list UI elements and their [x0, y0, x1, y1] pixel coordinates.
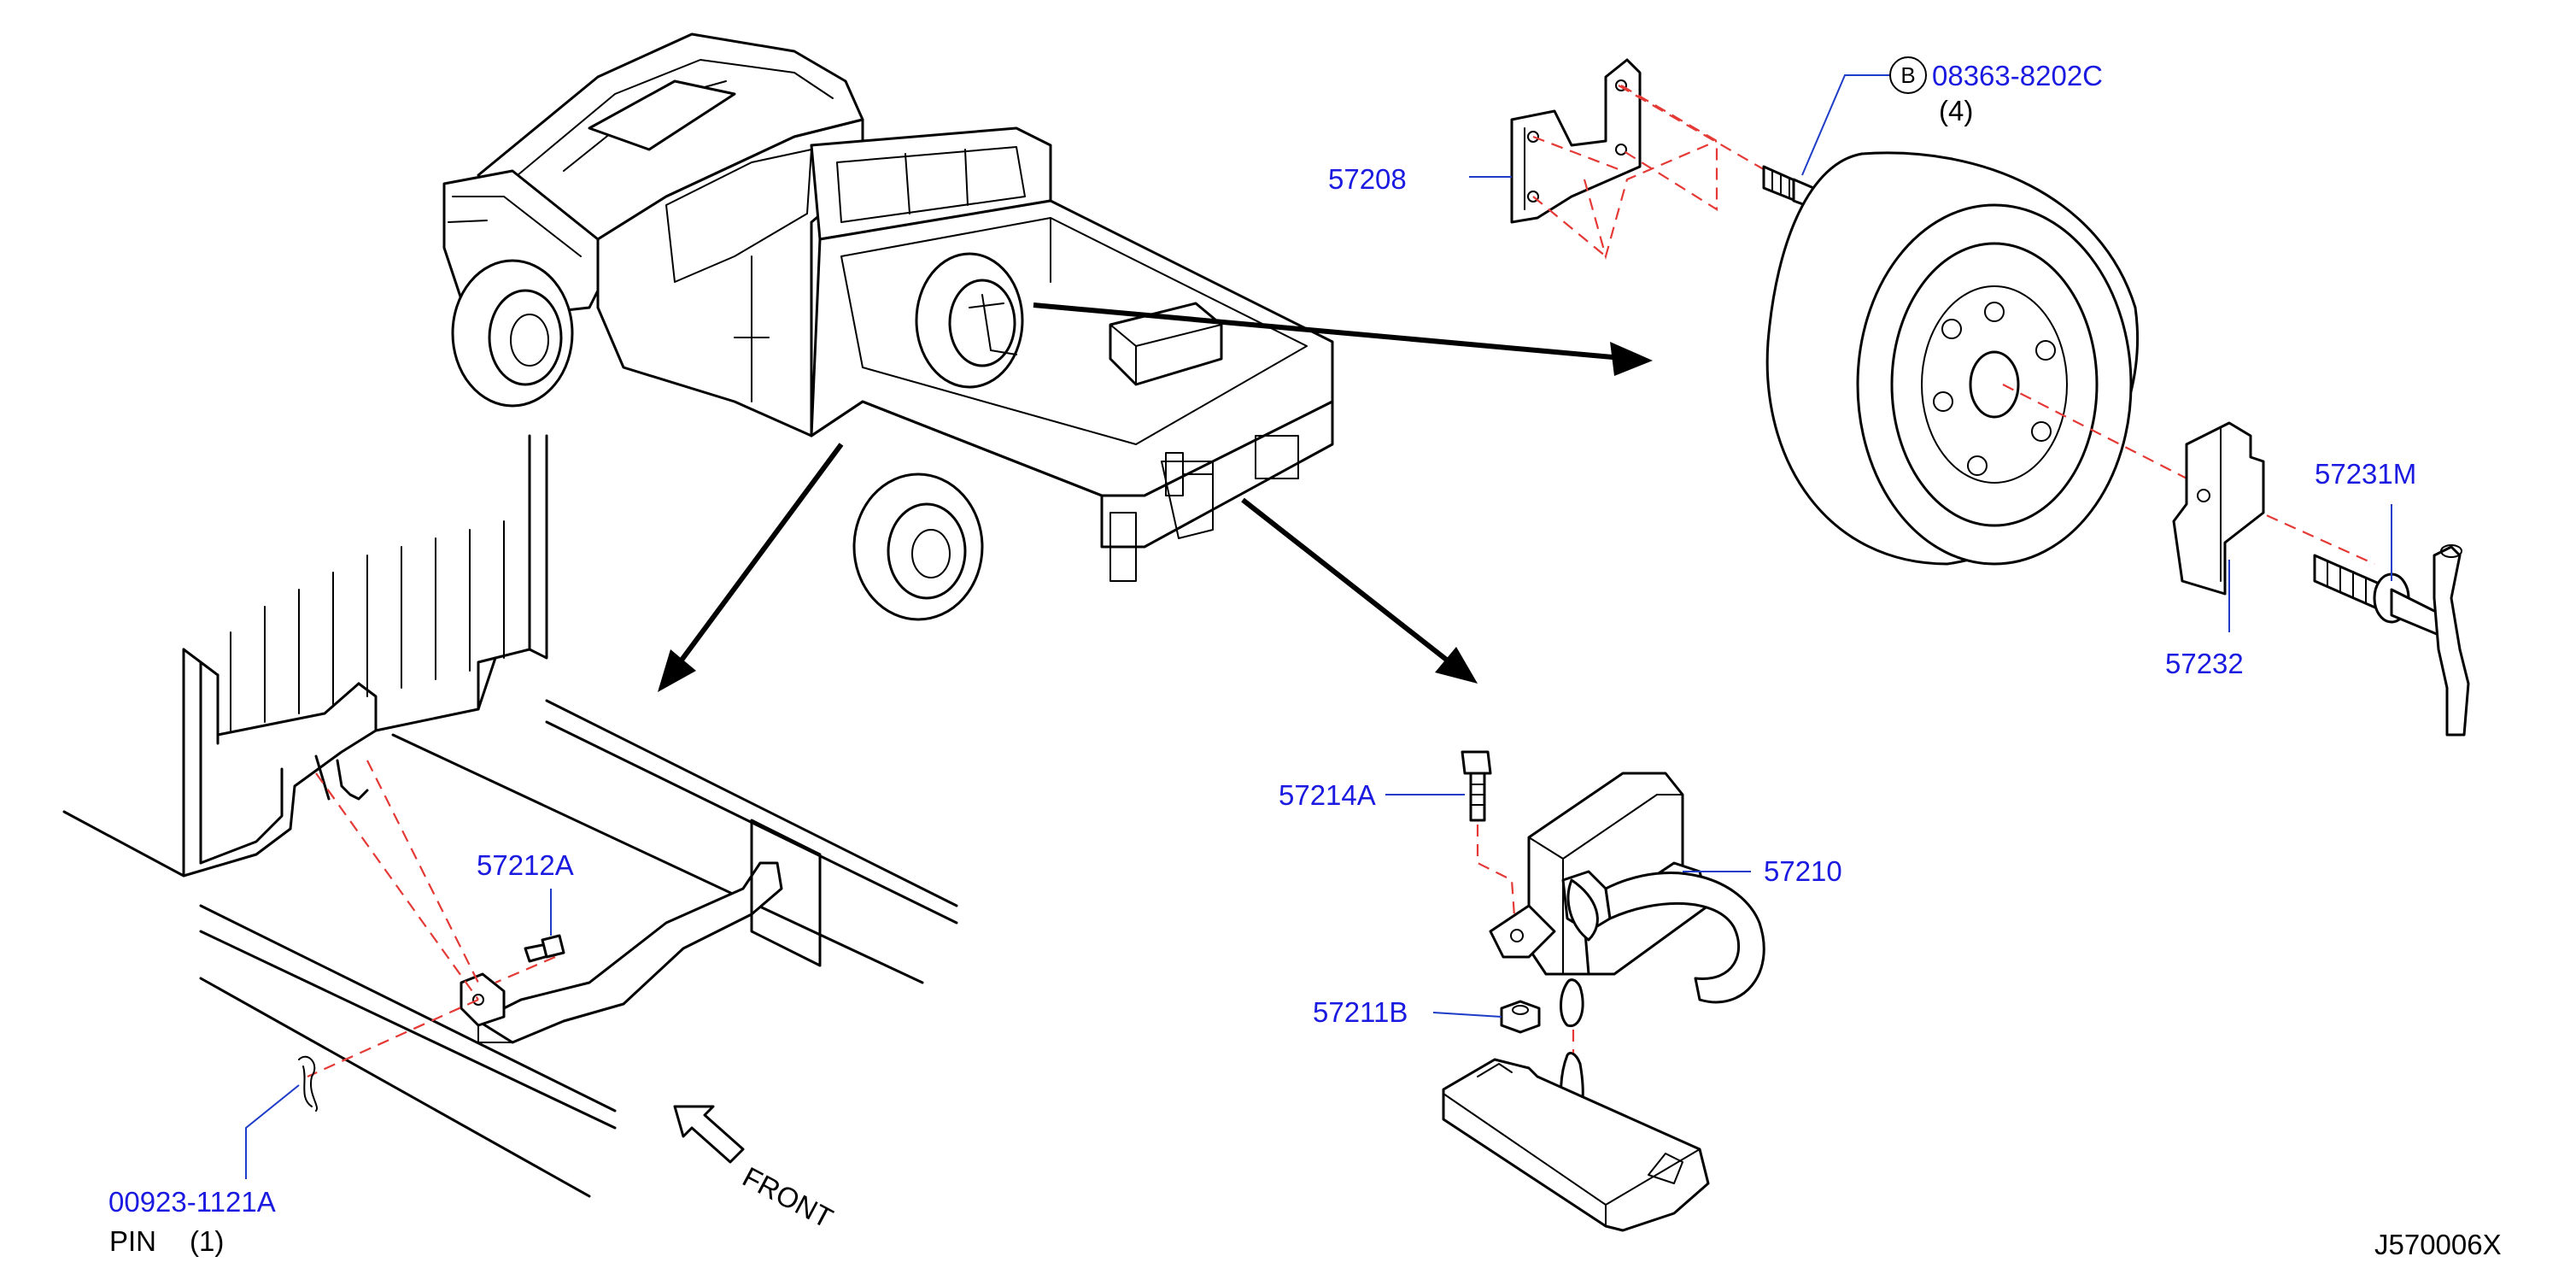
quantity-08363-8202c: (4) [1939, 95, 1974, 126]
drawing-id: J570006X [2374, 1229, 2502, 1260]
spare-wheel [1765, 151, 2140, 566]
bracket-57208 [1510, 58, 1642, 224]
pickup-truck-illustration [442, 32, 1334, 621]
guide-hanger-pin [307, 760, 556, 1078]
frame-crossmember-view [62, 434, 958, 1198]
part-number-57210: 57210 [1764, 855, 1842, 887]
clip-pin-00923-1121a [298, 1055, 319, 1112]
reference-b-circle-icon: B [1889, 56, 1927, 94]
part-number-57208: 57208 [1328, 163, 1407, 195]
plate-57232 [2172, 421, 2265, 596]
bolt-57212a [524, 934, 565, 963]
part-number-57232: 57232 [2165, 648, 2244, 679]
part-number-57212a: 57212A [477, 849, 574, 881]
part-number-57211b: 57211B [1313, 996, 1408, 1028]
mounting-bar [1442, 1058, 1710, 1232]
wing-bolt-57231m [2313, 544, 2470, 737]
callout-arrows [658, 302, 1653, 692]
part-number-00923-1121a: 00923-1121A [108, 1186, 276, 1218]
tow-hook-57210 [1489, 772, 1765, 1004]
guide-57214a [1476, 825, 1518, 941]
bolt-57214a [1461, 750, 1492, 822]
front-arrow-icon [673, 1105, 745, 1164]
part-number-57231m: 57231M [2315, 458, 2417, 490]
leader-lines [245, 74, 2392, 1179]
quantity-pin: (1) [190, 1225, 225, 1257]
nut-57211b [1500, 1000, 1541, 1034]
part-number-08363-8202c: 08363-8202C [1932, 60, 2103, 91]
part-name-pin: PIN [109, 1225, 157, 1257]
part-number-57214a: 57214A [1279, 779, 1376, 811]
guide-57208 [1532, 85, 1812, 261]
